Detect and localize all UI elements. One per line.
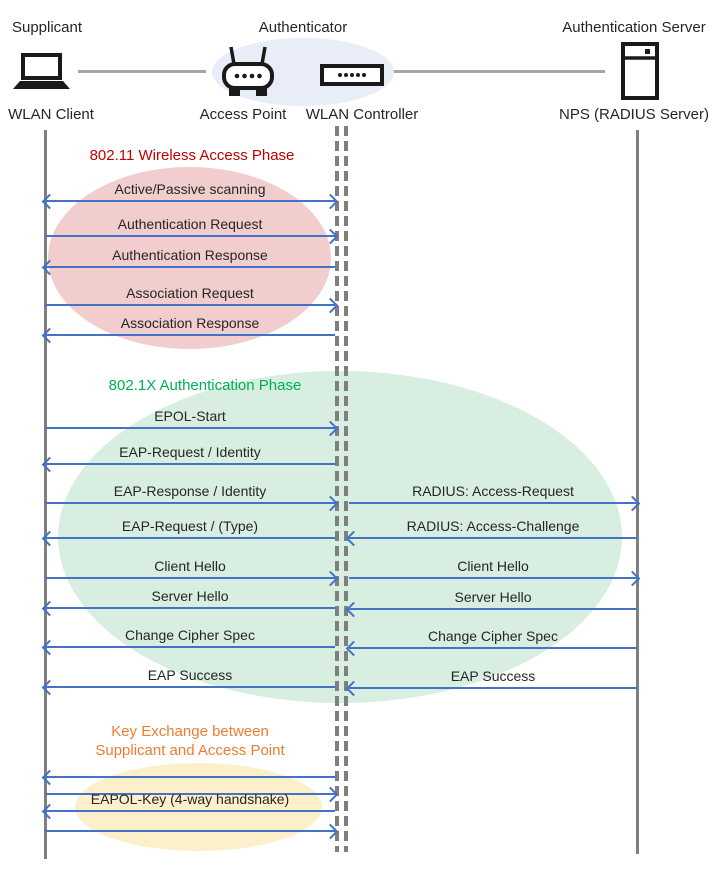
message-arrow xyxy=(41,259,335,275)
message-arrow xyxy=(345,680,637,696)
message-arrow xyxy=(45,495,339,511)
label-wlan-controller: WLAN Controller xyxy=(305,106,419,123)
message-arrow xyxy=(345,601,637,617)
message-label: RADIUS: Access-Request xyxy=(412,483,574,499)
supplicant-lifeline xyxy=(44,130,47,859)
message-arrow xyxy=(41,639,335,655)
phase-title-wireless-access: 802.11 Wireless Access Phase xyxy=(89,147,295,164)
message-label: Client Hello xyxy=(457,558,529,574)
server-icon xyxy=(621,42,659,105)
message-arrow xyxy=(41,803,335,819)
message-label: EPOL-Start xyxy=(154,408,226,424)
message-arrow xyxy=(45,228,339,244)
message-arrow xyxy=(41,193,339,209)
message-label: Authentication Response xyxy=(112,247,268,263)
message-label: Association Response xyxy=(120,315,260,331)
message-label: EAPOL-Key (4-way handshake) xyxy=(90,791,290,807)
message-label: EAP-Response / Identity xyxy=(113,483,267,499)
phase-title-authentication: 802.1X Authentication Phase xyxy=(108,377,302,394)
role-authenticator: Authenticator xyxy=(258,19,348,36)
message-label: EAP Success xyxy=(450,668,536,684)
wlan-controller-lifeline-left xyxy=(335,126,339,852)
message-arrow xyxy=(345,640,637,656)
label-wlan-client: WLAN Client xyxy=(8,106,94,123)
access-point-icon xyxy=(218,44,278,105)
connector-client-ap xyxy=(78,70,206,73)
phase-title-key-exchange: Key Exchange between Supplicant and Acce… xyxy=(40,722,340,760)
role-supplicant: Supplicant xyxy=(11,19,83,36)
wlan-controller-icon xyxy=(320,64,384,91)
message-label: EAP Success xyxy=(147,667,233,683)
connector-controller-server xyxy=(393,70,605,73)
message-arrow xyxy=(349,570,641,586)
message-label: Client Hello xyxy=(154,558,226,574)
message-label: Change Cipher Spec xyxy=(428,628,558,644)
message-label: Association Request xyxy=(126,285,254,301)
message-label: EAP-Request / Identity xyxy=(119,444,261,460)
message-label: RADIUS: Access-Challenge xyxy=(406,518,580,534)
message-arrow xyxy=(41,679,335,695)
message-arrow xyxy=(345,530,637,546)
message-arrow xyxy=(41,600,335,616)
message-label: EAP-Request / (Type) xyxy=(121,518,259,534)
message-arrow xyxy=(45,786,339,802)
phase-title-key-exchange-line2: Supplicant and Access Point xyxy=(95,742,285,759)
message-arrow xyxy=(45,570,339,586)
message-label: Change Cipher Spec xyxy=(125,627,255,643)
message-arrow xyxy=(41,456,335,472)
message-arrow xyxy=(45,297,339,313)
wlan-controller-lifeline-right xyxy=(344,126,348,852)
message-arrow xyxy=(45,823,339,839)
laptop-icon xyxy=(12,52,72,97)
phase-ellipse-wireless-access xyxy=(48,167,331,349)
message-label: Server Hello xyxy=(151,588,229,604)
label-nps-radius-server: NPS (RADIUS Server) xyxy=(558,106,710,123)
label-access-point: Access Point xyxy=(199,106,287,123)
server-lifeline xyxy=(636,130,639,854)
message-label: Server Hello xyxy=(454,589,532,605)
message-label: Active/Passive scanning xyxy=(114,181,266,197)
message-arrow xyxy=(349,495,641,511)
phase-title-key-exchange-line1: Key Exchange between xyxy=(111,723,269,740)
message-arrow xyxy=(41,769,335,785)
message-arrow xyxy=(41,530,335,546)
message-label: Authentication Request xyxy=(117,216,263,232)
role-authentication-server: Authentication Server xyxy=(562,19,706,36)
message-arrow xyxy=(41,327,335,343)
message-arrow xyxy=(45,420,339,436)
